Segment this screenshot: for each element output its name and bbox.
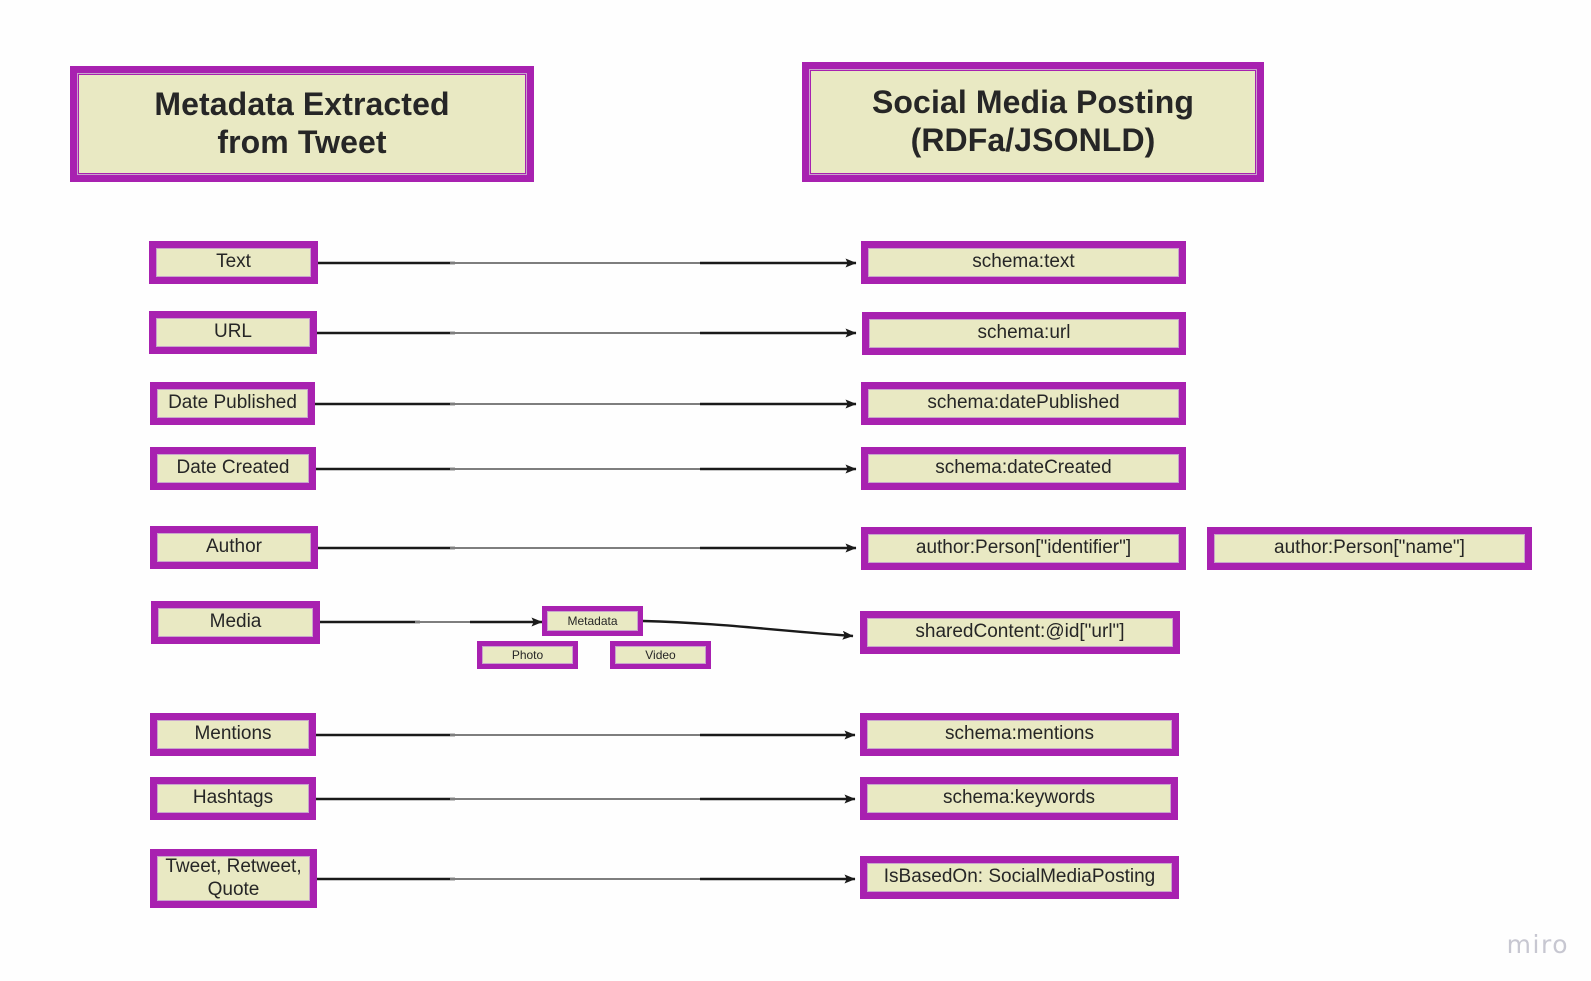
node-hashtags-label: Hashtags <box>192 787 274 809</box>
node-photo-label: Photo <box>511 647 544 662</box>
node-schema-keywords-label: schema:keywords <box>942 787 1096 809</box>
node-date-created[interactable]: Date Created <box>150 447 316 490</box>
header-right-social-media-posting[interactable]: Social Media Posting (RDFa/JSONLD) <box>802 62 1264 182</box>
node-mentions-label: Mentions <box>194 723 272 745</box>
node-schema-mentions-label: schema:mentions <box>945 723 1094 745</box>
node-schema-text[interactable]: schema:text <box>861 241 1186 284</box>
node-text[interactable]: Text <box>149 241 318 284</box>
node-author-label: Author <box>206 536 262 558</box>
node-schema-date-published[interactable]: schema:datePublished <box>861 382 1186 425</box>
header-left-label: Metadata Extracted from Tweet <box>154 86 450 160</box>
node-video[interactable]: Video <box>610 641 711 669</box>
node-mentions[interactable]: Mentions <box>150 713 316 756</box>
node-date-published[interactable]: Date Published <box>150 382 315 425</box>
node-author-person-name[interactable]: author:Person["name"] <box>1207 527 1532 570</box>
node-metadata[interactable]: Metadata <box>542 606 643 636</box>
miro-watermark: miro <box>1506 930 1569 959</box>
node-date-published-label: Date Published <box>168 392 297 414</box>
node-metadata-label: Metadata <box>567 613 618 628</box>
node-author-person-identifier-label: author:Person["identifier"] <box>915 537 1132 559</box>
node-photo[interactable]: Photo <box>477 641 578 669</box>
node-tweet-retweet-quote[interactable]: Tweet, Retweet, Quote <box>150 849 317 908</box>
edge-metadata-sharedcontent <box>642 619 854 640</box>
node-media-label: Media <box>209 611 262 633</box>
node-url[interactable]: URL <box>149 311 317 354</box>
node-author-person-name-label: author:Person["name"] <box>1274 537 1465 559</box>
node-schema-date-published-label: schema:datePublished <box>927 392 1120 414</box>
header-right-label: Social Media Posting (RDFa/JSONLD) <box>871 84 1195 158</box>
header-left-metadata-extracted[interactable]: Metadata Extracted from Tweet <box>70 66 534 182</box>
node-shared-content-id-url[interactable]: sharedContent:@id["url"] <box>860 611 1180 654</box>
node-schema-date-created-label: schema:dateCreated <box>935 457 1112 479</box>
node-shared-content-id-url-label: sharedContent:@id["url"] <box>915 621 1125 643</box>
node-schema-url[interactable]: schema:url <box>862 312 1186 355</box>
node-author-person-identifier[interactable]: author:Person["identifier"] <box>861 527 1186 570</box>
node-date-created-label: Date Created <box>176 457 290 479</box>
node-tweet-retweet-quote-label: Tweet, Retweet, Quote <box>165 856 302 900</box>
node-is-based-on[interactable]: IsBasedOn: SocialMediaPosting <box>860 856 1179 899</box>
node-schema-url-label: schema:url <box>977 322 1071 344</box>
node-schema-date-created[interactable]: schema:dateCreated <box>861 447 1186 490</box>
node-is-based-on-label: IsBasedOn: SocialMediaPosting <box>883 866 1156 888</box>
node-video-label: Video <box>645 647 676 662</box>
node-author[interactable]: Author <box>150 526 318 569</box>
node-schema-text-label: schema:text <box>972 251 1075 273</box>
node-url-label: URL <box>213 321 252 343</box>
node-schema-keywords[interactable]: schema:keywords <box>860 777 1178 820</box>
node-media[interactable]: Media <box>151 601 320 644</box>
node-schema-mentions[interactable]: schema:mentions <box>860 713 1179 756</box>
node-text-label: Text <box>216 251 251 273</box>
node-hashtags[interactable]: Hashtags <box>150 777 316 820</box>
